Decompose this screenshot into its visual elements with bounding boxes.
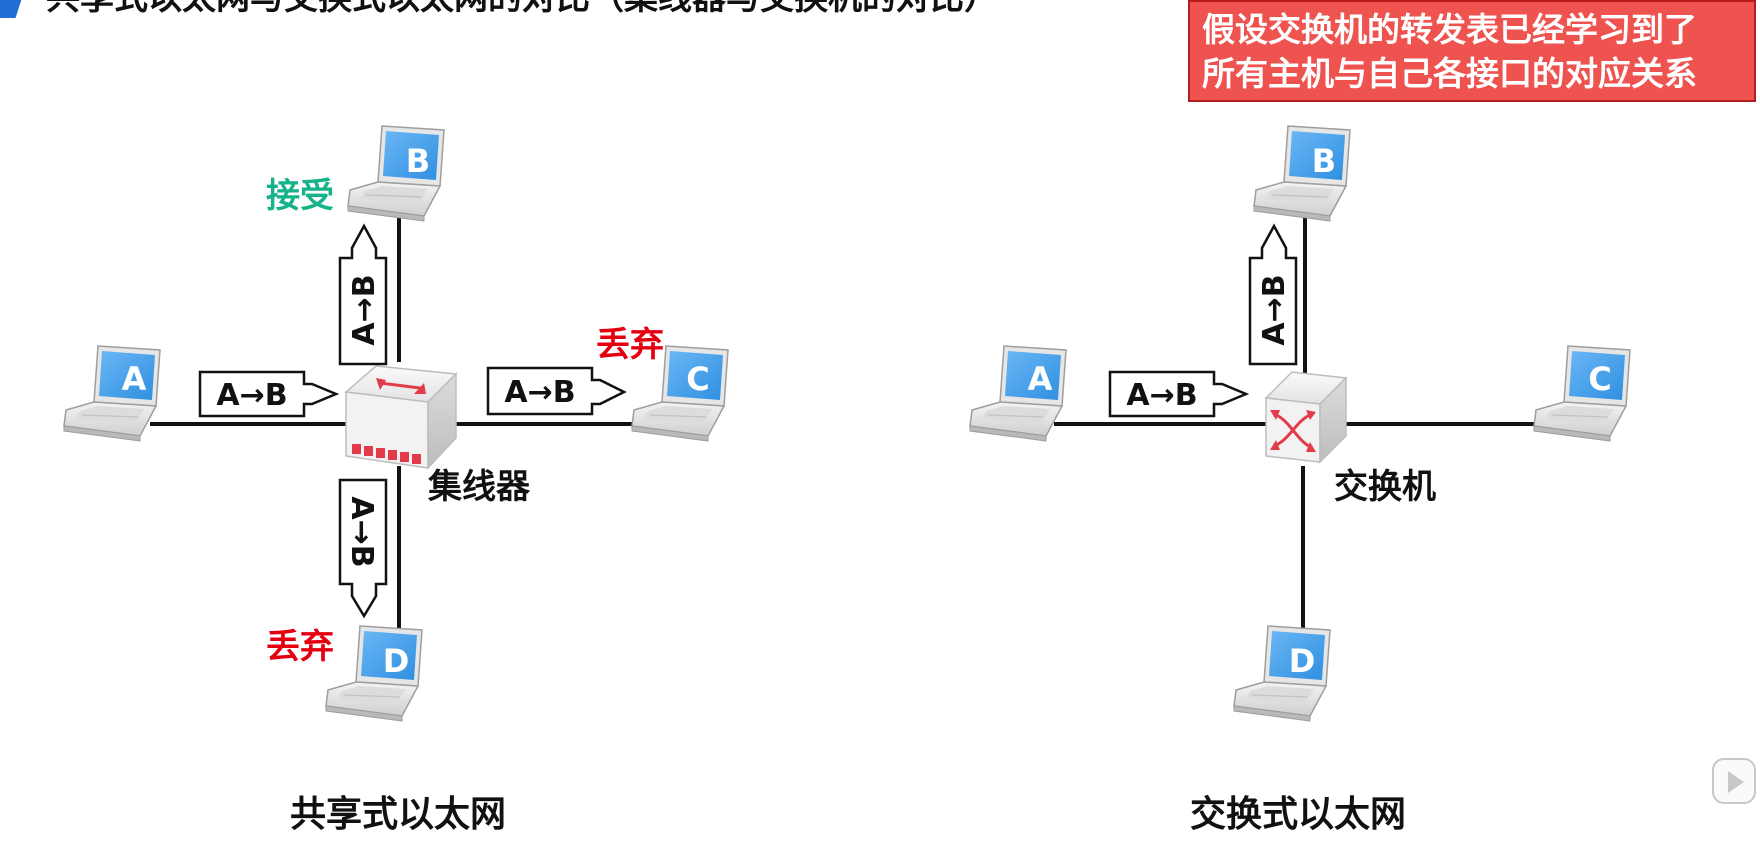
host-b: B xyxy=(347,125,445,222)
switch-label: 交换机 xyxy=(1334,467,1436,507)
frame-label: A→B xyxy=(344,496,379,567)
shared-ethernet-diagram: A B C D 集线器 xyxy=(63,125,729,835)
frame-hub-to-c: A→B xyxy=(486,366,627,416)
host-a-label: A xyxy=(122,360,147,398)
switch-icon xyxy=(1264,371,1348,464)
hub-label: 集线器 xyxy=(427,467,531,507)
host-d-label: D xyxy=(383,642,410,680)
host-b-label: B xyxy=(406,142,430,180)
frame-a-to-switch: A→B xyxy=(1108,370,1250,418)
frame-label: A→B xyxy=(1257,274,1292,345)
host-c-switched: C xyxy=(1533,345,1631,442)
frame-label: A→B xyxy=(216,378,287,413)
host-c: C xyxy=(631,345,729,442)
host-c-label: C xyxy=(686,360,709,398)
frame-a-to-hub: A→B xyxy=(198,370,340,418)
host-a-label: A xyxy=(1028,360,1053,398)
title-bar: 共享式以太网与交换式以太网的对比（集线器与交换机的对比） xyxy=(0,0,1170,18)
hub-icon xyxy=(344,365,458,470)
host-d-label: D xyxy=(1289,642,1316,680)
frame-label: A→B xyxy=(504,375,575,410)
host-b-label: B xyxy=(1312,142,1336,180)
status-discard-d: 丢弃 xyxy=(266,627,334,667)
host-a-switched: A xyxy=(969,345,1067,442)
frame-switch-to-b: A→B xyxy=(1248,223,1298,366)
host-b-switched: B xyxy=(1253,125,1351,222)
frame-label: A→B xyxy=(1126,378,1197,413)
shared-ethernet-caption: 共享式以太网 xyxy=(290,794,506,835)
switched-ethernet-diagram: A B C D 交换机 A→B xyxy=(969,125,1631,835)
frame-label: A→B xyxy=(347,274,382,345)
host-d: D xyxy=(325,625,423,722)
laptop-icon xyxy=(1533,345,1631,442)
host-a: A xyxy=(63,345,161,442)
assumption-note-line1: 假设交换机的转发表已经学习到了 xyxy=(1202,10,1697,49)
frame-hub-to-d: A→B xyxy=(338,478,388,619)
play-button[interactable] xyxy=(1712,758,1756,804)
play-icon xyxy=(1728,771,1744,793)
laptop-icon xyxy=(1233,625,1331,722)
status-accept-b: 接受 xyxy=(266,176,334,216)
frame-hub-to-b: A→B xyxy=(338,223,388,366)
status-discard-c: 丢弃 xyxy=(596,325,664,365)
assumption-note-line2: 所有主机与自己各接口的对应关系 xyxy=(1202,54,1697,93)
switched-ethernet-caption: 交换式以太网 xyxy=(1190,793,1406,835)
page-title: 共享式以太网与交换式以太网的对比（集线器与交换机的对比） xyxy=(46,0,998,18)
host-d-switched: D xyxy=(1233,625,1331,722)
assumption-note: 假设交换机的转发表已经学习到了 所有主机与自己各接口的对应关系 xyxy=(1188,0,1756,102)
host-c-label: C xyxy=(1588,360,1611,398)
